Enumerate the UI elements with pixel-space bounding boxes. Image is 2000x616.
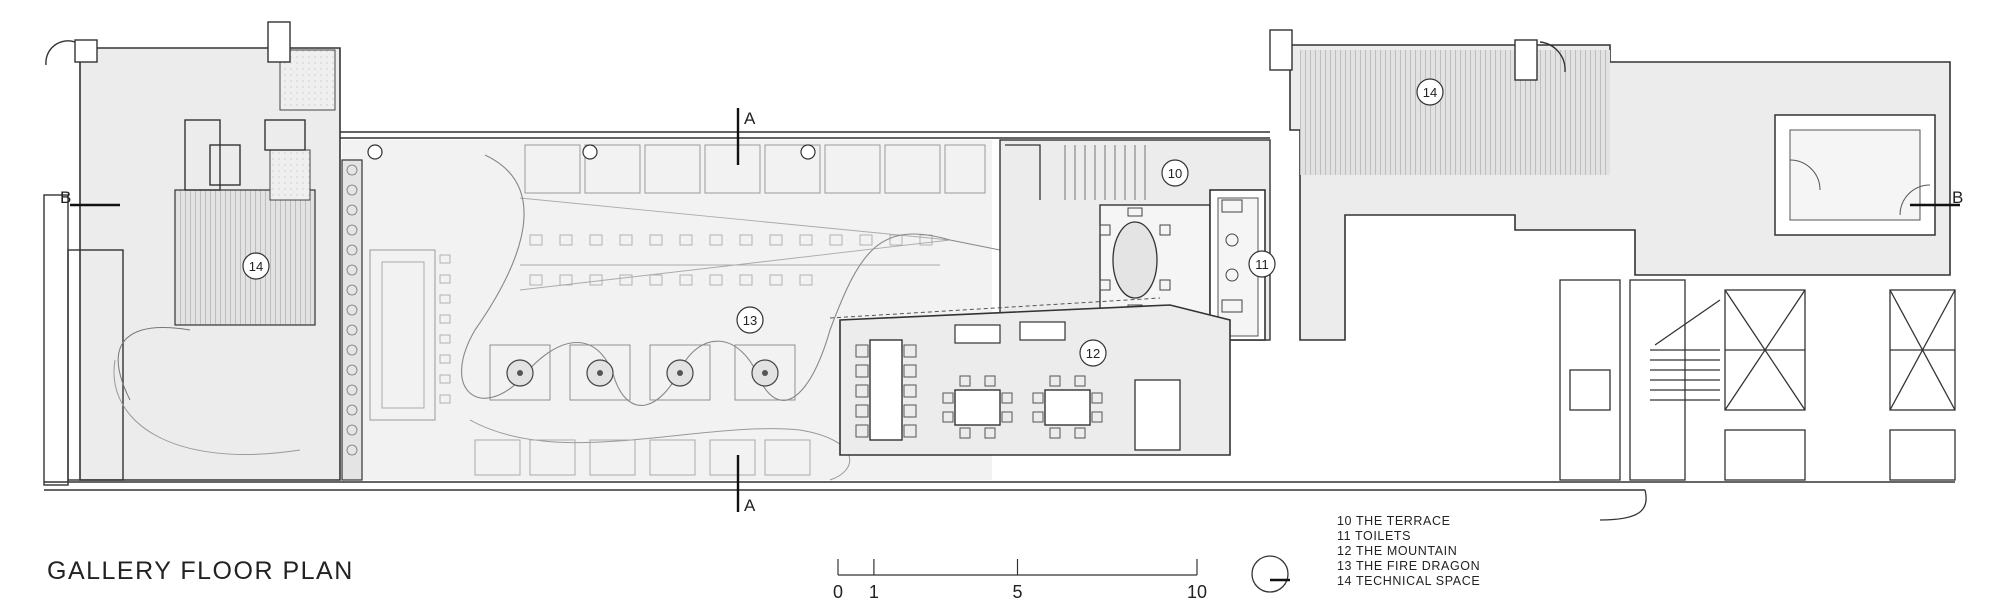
legend-item: 13 THE FIRE DRAGON [1337, 559, 1481, 573]
legend-item: 14 TECHNICAL SPACE [1337, 574, 1481, 588]
gallery-hall [341, 140, 1246, 481]
page-title: GALLERY FLOOR PLAN [47, 557, 354, 585]
legend-item: 12 THE MOUNTAIN [1337, 544, 1458, 558]
mountain-room [829, 297, 1231, 456]
section-mark-b-right: B [1952, 188, 1963, 207]
right-technical-space [1269, 29, 1951, 341]
section-mark-a-bottom: A [744, 496, 756, 515]
exterior-walls [44, 131, 1955, 491]
terrace-block [999, 139, 1271, 341]
round-tables [489, 344, 796, 401]
left-technical-space [43, 21, 341, 486]
room-tag-12: 12 [1086, 346, 1100, 361]
room-tag-14-left: 14 [249, 259, 263, 274]
scale-bar [837, 559, 1198, 576]
room-tag-11: 11 [1255, 257, 1269, 272]
scale-label: 0 [833, 582, 843, 602]
core-elevators [1559, 279, 1956, 521]
section-mark-b-left: B [60, 188, 71, 207]
section-marks [70, 108, 1960, 512]
legend-item: 11 TOILETS [1337, 529, 1412, 543]
scale-label: 5 [1012, 582, 1022, 602]
scale-label: 10 [1187, 582, 1207, 602]
room-tag-10: 10 [1168, 166, 1182, 181]
legend-item: 10 THE TERRACE [1337, 514, 1451, 528]
scale-label: 1 [869, 582, 879, 602]
room-tags [242, 78, 1444, 367]
section-mark-a-top: A [744, 109, 756, 128]
room-tag-14-right: 14 [1423, 85, 1437, 100]
legend: 10 THE TERRACE 11 TOILETS 12 THE MOUNTAI… [1337, 514, 1480, 589]
room-tag-13: 13 [743, 313, 757, 328]
north-arrow-icon [1251, 555, 1290, 593]
